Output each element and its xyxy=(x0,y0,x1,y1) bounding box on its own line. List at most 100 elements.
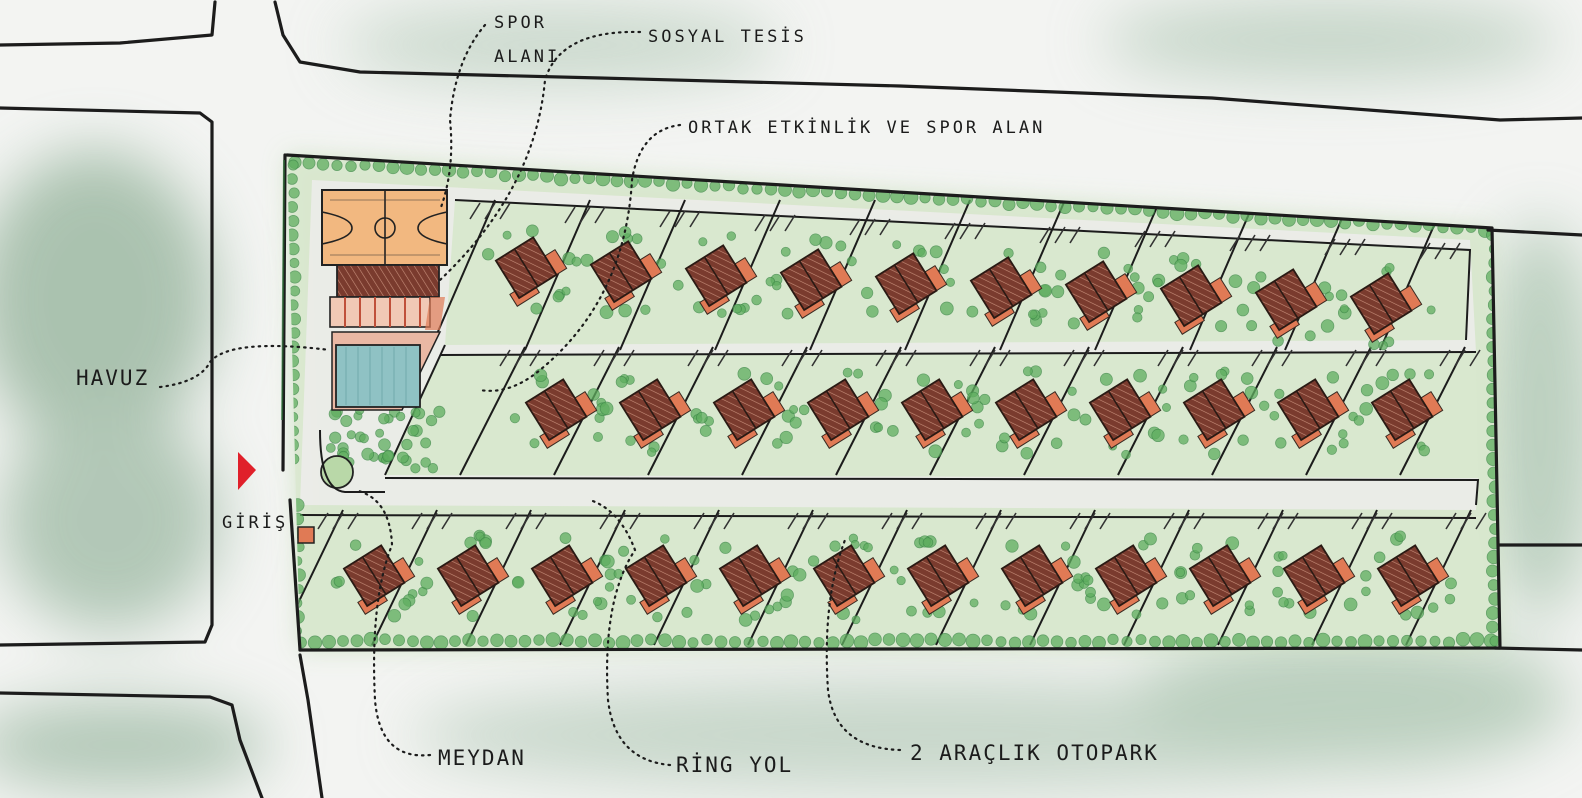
house-ridge xyxy=(731,390,757,429)
parking-bay xyxy=(781,349,823,367)
tree xyxy=(1338,438,1349,449)
tree xyxy=(420,457,431,468)
house xyxy=(1182,378,1256,449)
tree xyxy=(1255,271,1267,283)
parking-bay xyxy=(499,349,541,367)
tree xyxy=(1375,376,1390,390)
tree xyxy=(916,373,931,387)
house xyxy=(1282,544,1356,615)
house xyxy=(342,544,416,615)
house-ridge xyxy=(1395,556,1421,595)
parking-bay xyxy=(593,349,635,367)
house xyxy=(1276,378,1350,449)
parking-bay xyxy=(693,512,735,530)
pool-area xyxy=(331,331,442,411)
label-giris: GİRİŞ xyxy=(222,512,288,533)
house xyxy=(718,544,792,615)
house xyxy=(624,544,698,615)
tree xyxy=(533,634,545,646)
tree xyxy=(981,634,993,647)
tree xyxy=(839,633,855,649)
tree xyxy=(526,224,539,238)
gatehouse xyxy=(297,526,315,544)
tree xyxy=(420,437,432,449)
house xyxy=(524,378,598,449)
tree xyxy=(560,633,574,647)
tree xyxy=(410,463,421,474)
tree xyxy=(1121,635,1133,647)
parking-bay xyxy=(659,210,701,228)
tree xyxy=(1022,635,1036,649)
tree xyxy=(1082,574,1094,586)
tree xyxy=(482,248,495,261)
parking-bay xyxy=(1251,349,1293,367)
tree xyxy=(1489,635,1500,647)
tree xyxy=(509,413,520,424)
tree xyxy=(1189,372,1199,383)
tree xyxy=(1219,635,1231,648)
tree xyxy=(698,237,708,247)
house xyxy=(530,544,604,615)
house-ridge xyxy=(1273,280,1299,319)
tree xyxy=(346,430,356,440)
tree xyxy=(593,431,603,442)
tree xyxy=(1345,636,1357,648)
house-ridge xyxy=(798,260,824,299)
tree xyxy=(779,430,793,445)
tree xyxy=(1162,403,1171,412)
tree xyxy=(906,605,917,617)
tree xyxy=(393,634,405,647)
tree xyxy=(1360,570,1372,582)
tree xyxy=(618,303,632,318)
tree xyxy=(592,596,603,606)
tree xyxy=(764,604,775,615)
house-ridge xyxy=(1178,276,1204,315)
tree xyxy=(1225,536,1240,551)
tree xyxy=(1079,413,1092,426)
tree xyxy=(1050,437,1063,449)
tree xyxy=(337,635,349,647)
tree xyxy=(640,304,651,315)
tree xyxy=(726,231,736,241)
tree xyxy=(1184,590,1196,601)
tree xyxy=(995,636,1007,648)
tree xyxy=(1455,632,1471,647)
tree xyxy=(846,256,857,267)
tree xyxy=(610,174,624,188)
tree xyxy=(793,568,807,582)
house-ridge xyxy=(1368,284,1394,323)
parking-bay xyxy=(469,202,511,220)
tree xyxy=(395,411,406,422)
house-ridge xyxy=(361,556,387,595)
tree xyxy=(433,635,449,650)
road-edge xyxy=(439,351,1477,356)
label-spor-alani-2: ALANI xyxy=(494,47,560,67)
tree xyxy=(1144,532,1157,546)
tree xyxy=(813,637,825,649)
tree xyxy=(780,588,794,602)
tree xyxy=(1338,429,1348,439)
tree xyxy=(689,555,700,566)
tree xyxy=(1357,634,1373,649)
tree xyxy=(966,305,979,318)
tree xyxy=(1175,634,1191,649)
tree xyxy=(1036,634,1050,647)
tree xyxy=(425,414,438,427)
tree xyxy=(287,173,298,185)
label-meydan: MEYDAN xyxy=(438,746,526,770)
house xyxy=(906,544,980,615)
tree xyxy=(1028,309,1038,320)
tree xyxy=(410,407,421,418)
tree xyxy=(1401,634,1413,647)
tree xyxy=(1135,634,1147,646)
tree xyxy=(378,438,391,451)
tree xyxy=(588,633,602,648)
parking-bay xyxy=(505,512,547,530)
tree xyxy=(605,230,619,244)
tree xyxy=(780,246,791,257)
tree xyxy=(1191,636,1203,649)
tree xyxy=(407,425,419,437)
plot-divider xyxy=(459,346,526,476)
tree xyxy=(477,635,489,647)
